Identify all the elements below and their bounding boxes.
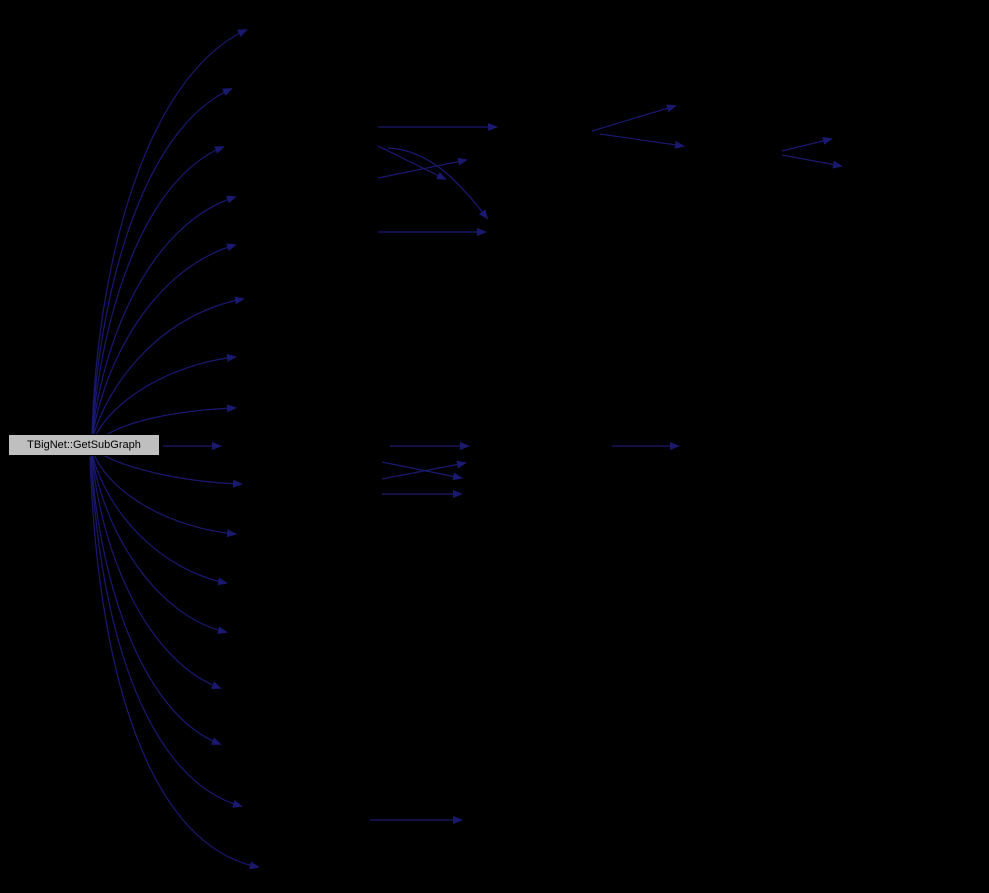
- graph-edge: [91, 296, 245, 441]
- graph-edge: [92, 451, 237, 538]
- graph-edge: [599, 133, 685, 149]
- graph-edge: [91, 454, 228, 635]
- graph-edge: [91, 29, 248, 437]
- graph-edge: [781, 137, 833, 152]
- graph-edge: [91, 88, 233, 437]
- graph-edge: [91, 146, 225, 438]
- graph-edge: [89, 456, 260, 870]
- node-label: TBigNet::GetSubGraph: [27, 439, 141, 451]
- graph-edge: [91, 455, 222, 689]
- graph-edge: [591, 104, 677, 132]
- graph-edge: [377, 145, 447, 180]
- graph-edge: [90, 456, 243, 808]
- graph-edge: [91, 453, 228, 586]
- graph-edge: [381, 461, 463, 481]
- graph-edge: [91, 195, 237, 439]
- graph-edge: [92, 353, 237, 442]
- graph-edge: [387, 147, 489, 220]
- graph-edge: [94, 449, 243, 488]
- graph-edge: [91, 243, 237, 440]
- graph-edge: [90, 455, 222, 745]
- node-tbignet-getsubgraph[interactable]: TBigNet::GetSubGraph: [8, 434, 160, 456]
- graph-edge: [377, 157, 468, 179]
- graph-edge: [381, 460, 467, 480]
- graph-edge: [781, 154, 843, 169]
